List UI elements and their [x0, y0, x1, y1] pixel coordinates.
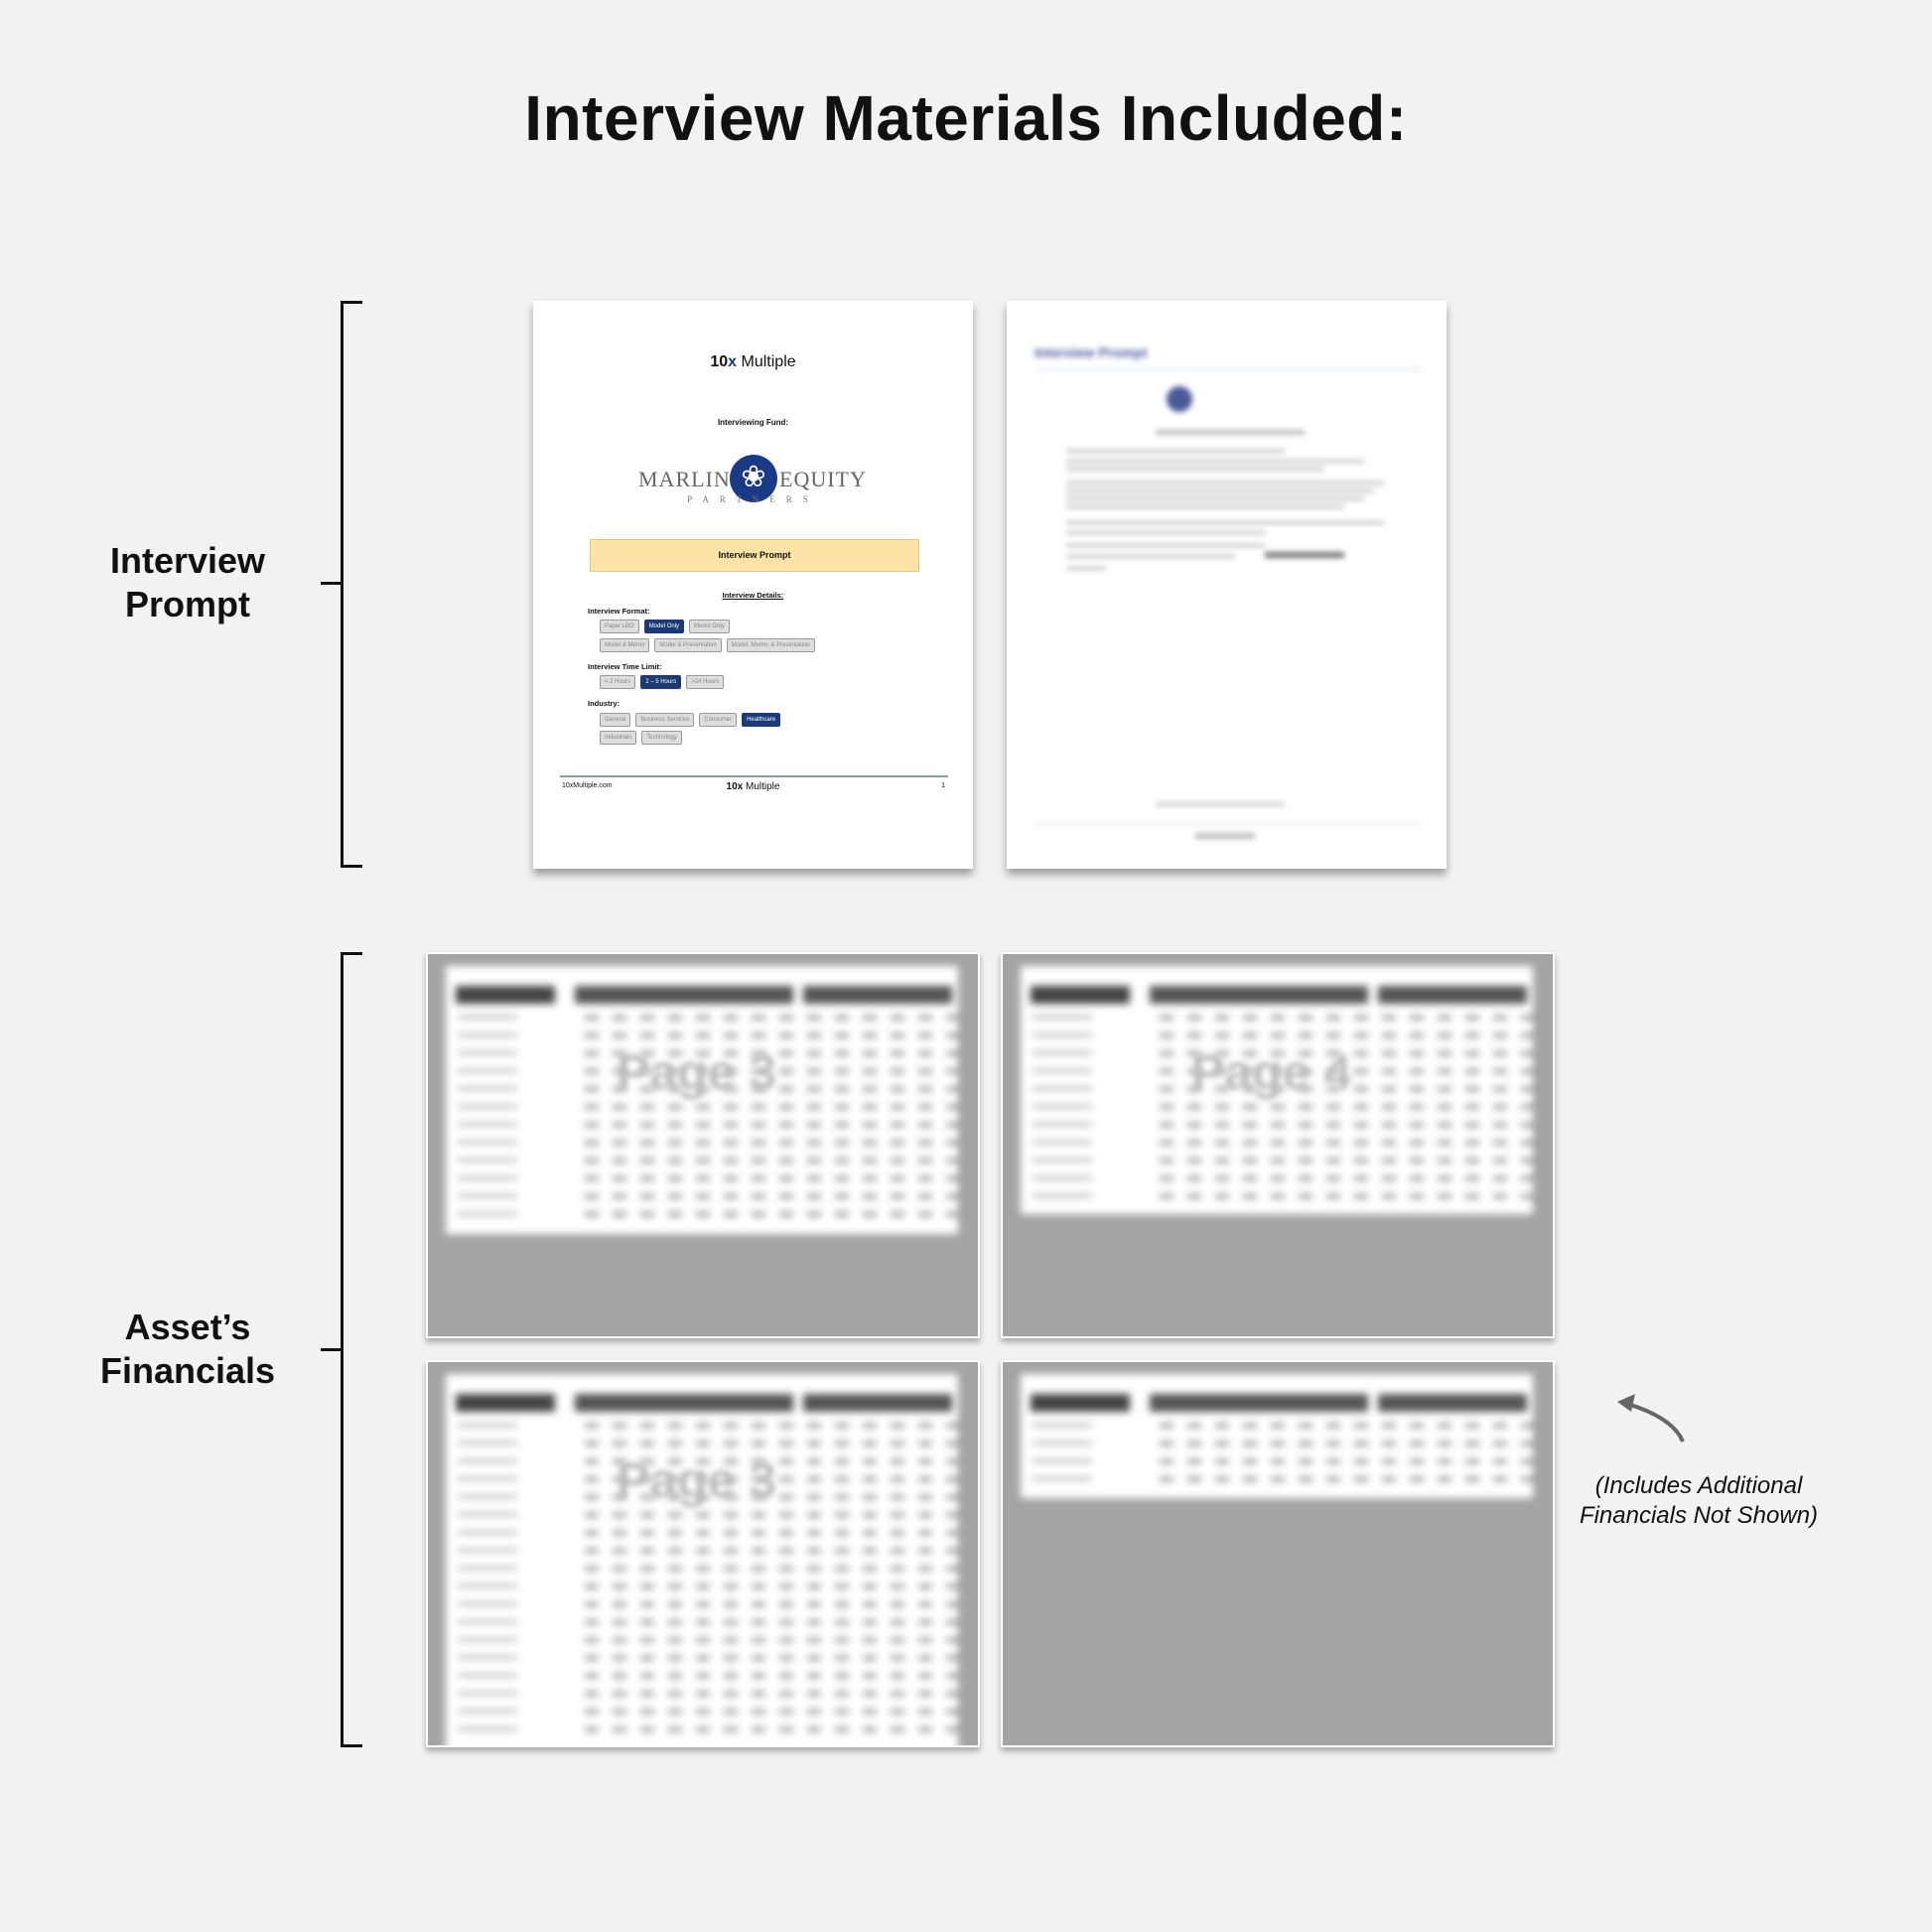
financials-page — [1001, 1360, 1555, 1747]
fund-label: Interviewing Fund: — [717, 418, 789, 427]
bracket-tip — [321, 582, 343, 585]
option-chip: Healthcare — [742, 713, 781, 727]
option-chip: >24 Hours — [686, 675, 725, 689]
financials-page: Page 3 — [426, 1360, 980, 1747]
industry-label: Industry: — [588, 699, 621, 708]
section-label-financials: Asset’s Financials — [99, 1307, 276, 1391]
option-chip: Model & Memo — [600, 638, 650, 652]
financials-page: Page 3 — [426, 952, 980, 1338]
industry-options-row: Industrials Technology — [600, 731, 682, 745]
format-label: Interview Format: — [588, 607, 650, 616]
option-chip: Model & Presentation — [654, 638, 722, 652]
industry-options-row: General Business Services Consumer Healthca… — [600, 713, 781, 727]
option-chip: Model Only — [643, 620, 685, 633]
option-chip: 2 – 5 Hours — [640, 675, 682, 689]
page2-heading: Interview Prompt — [1035, 345, 1148, 360]
interview-prompt-banner: Interview Prompt — [590, 539, 919, 572]
page-watermark: Page 3 — [617, 1452, 777, 1508]
option-chip: Memo Only — [689, 620, 730, 633]
page-watermark: Page 3 — [617, 1044, 777, 1100]
bracket-tip — [321, 1348, 343, 1351]
option-chip: Technology — [641, 731, 682, 745]
option-chip: Industrials — [600, 731, 637, 745]
fund-logo: MARLIN ❀ EQUITY PARTNERS — [533, 447, 973, 516]
footer-url: 10xMultiple.com — [562, 782, 613, 789]
option-chip: Consumer — [699, 713, 738, 727]
details-heading: Interview Details: — [722, 591, 784, 600]
marlin-icon: ❀ — [730, 455, 777, 502]
page-watermark: Page 4 — [1191, 1044, 1352, 1100]
option-chip: General — [600, 713, 631, 727]
page-title: Interview Materials Included: — [524, 82, 1408, 154]
section-label-interview-prompt: Interview Prompt — [109, 540, 266, 624]
format-options-row: Paper LBO Model Only Memo Only — [600, 620, 730, 633]
brand-logo: 10x Multiple — [710, 353, 796, 370]
additional-financials-note: (Includes Additional Financials Not Show… — [1579, 1472, 1819, 1529]
bracket-prompt — [341, 301, 362, 868]
option-chip: Model, Memo, & Presentation — [726, 638, 815, 652]
prompt-page-1: 10x Multiple Interviewing Fund: MARLIN ❀… — [533, 301, 973, 869]
prompt-page-2: Interview Prompt — [1007, 301, 1447, 869]
format-options-row: Model & Memo Model & Presentation Model, M… — [600, 638, 815, 652]
time-limit-label: Interview Time Limit: — [588, 662, 662, 671]
time-options-row: < 2 Hours 2 – 5 Hours >24 Hours — [600, 675, 725, 689]
footer-divider — [560, 775, 948, 777]
option-chip: Business Services — [635, 713, 695, 727]
footer-page-number: 1 — [941, 782, 945, 789]
financials-page: Page 4 — [1001, 952, 1555, 1338]
option-chip: Paper LBO — [600, 620, 639, 633]
curved-arrow-icon — [1617, 1394, 1685, 1443]
option-chip: < 2 Hours — [600, 675, 636, 689]
bracket-financials — [341, 952, 362, 1747]
footer-brand: 10x Multiple — [726, 781, 780, 792]
